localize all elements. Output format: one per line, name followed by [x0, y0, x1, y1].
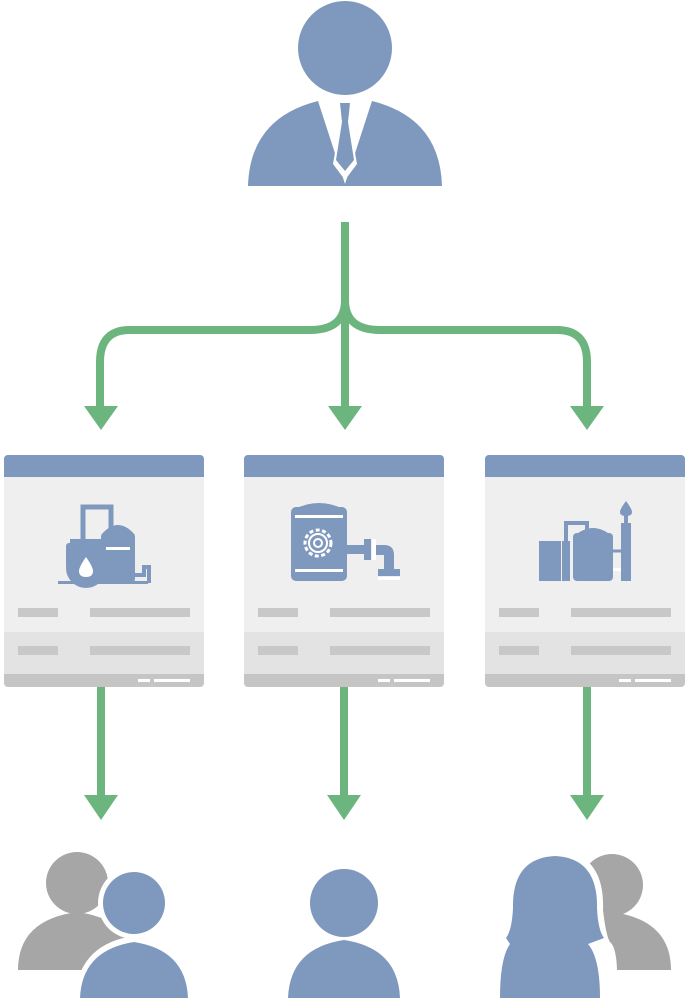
person-front-blue: [74, 867, 194, 1000]
arrowhead-center: [327, 795, 361, 820]
woman-and-man-group-icon: [491, 850, 671, 1000]
cards-to-audience-arrows: [97, 687, 591, 798]
placeholder-label: [18, 608, 58, 617]
placeholder-label: [258, 646, 298, 655]
top-arrowheads: [84, 406, 604, 430]
placeholder-label: [258, 608, 298, 617]
arrowhead-right: [570, 795, 604, 820]
arrowhead-center: [328, 406, 362, 430]
placeholder-label: [18, 646, 58, 655]
placeholder-value: [90, 608, 190, 617]
placeholder-value: [90, 646, 190, 655]
card-refinery: [4, 455, 204, 687]
processing-plant-with-flare-icon: [539, 501, 632, 581]
businessman-icon: [248, 1, 442, 186]
placeholder-label: [499, 646, 539, 655]
placeholder-value: [571, 646, 671, 655]
bottom-arrowheads: [84, 795, 604, 820]
card-tank-gear: [244, 455, 444, 687]
placeholder-value: [330, 608, 430, 617]
arrowhead-left: [84, 795, 118, 820]
arrowhead-right: [570, 406, 604, 430]
branch-right: [341, 299, 591, 410]
placeholder-label: [499, 608, 539, 617]
branch-left: [96, 299, 349, 410]
single-user-icon: [288, 869, 400, 998]
woman-front-blue: [491, 850, 618, 1000]
oil-refinery-tanks-icon: [58, 504, 151, 588]
user-group-icon: [18, 852, 194, 1000]
arrowhead-left: [84, 406, 118, 430]
card-processing-plant: [485, 455, 685, 687]
placeholder-value: [330, 646, 430, 655]
industrial-tank-with-gear-and-pipe-icon: [291, 503, 400, 581]
manager-to-cards-arrows: [96, 222, 591, 410]
placeholder-value: [571, 608, 671, 617]
